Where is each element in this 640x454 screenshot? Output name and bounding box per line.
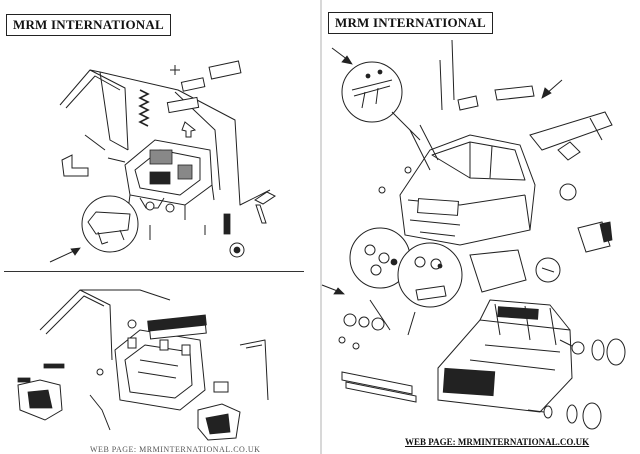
- wheel-icon: [358, 316, 370, 328]
- small-block-part: [181, 344, 191, 356]
- coil-spring-part: [138, 89, 150, 127]
- rod-part: [89, 394, 111, 431]
- chassis-tub: [437, 299, 573, 413]
- wheel-icon: [591, 339, 605, 361]
- side-bracket-part: [61, 154, 89, 177]
- small-block-part: [180, 77, 206, 92]
- right-page-title: MRM INTERNATIONAL: [328, 12, 493, 34]
- rod-part: [107, 157, 126, 163]
- left-instruction-page: MRM INTERNATIONAL: [4, 14, 304, 454]
- rod-part: [84, 134, 106, 151]
- small-block-part: [213, 381, 229, 393]
- rod-part: [439, 39, 455, 111]
- small-block-part: [208, 60, 242, 80]
- panel-part: [149, 324, 207, 340]
- pin-part: [96, 368, 104, 376]
- right-page-footer: WEB PAGE: MRMINTERNATIONAL.CO.UK: [405, 437, 590, 447]
- small-block-part: [17, 377, 31, 383]
- small-block-part: [166, 96, 200, 114]
- rod-part: [369, 299, 391, 331]
- arrow-icon: [49, 249, 77, 263]
- clip-part: [254, 191, 276, 205]
- magnifier-circle-icon: [341, 61, 403, 123]
- wheel-icon: [127, 319, 137, 329]
- small-block-part: [159, 339, 169, 351]
- wheel-icon: [566, 404, 578, 424]
- rod-part: [391, 111, 421, 141]
- arrow-icon: [407, 311, 416, 336]
- right-instruction-page: MRM INTERNATIONAL: [320, 0, 640, 454]
- rod-part: [149, 225, 206, 240]
- left-page-title: MRM INTERNATIONAL: [6, 14, 171, 36]
- rod-part: [589, 117, 603, 141]
- small-block-part: [43, 363, 65, 369]
- rod-part: [527, 339, 573, 413]
- side-skirt-part: [341, 371, 413, 395]
- panel-part: [494, 85, 535, 101]
- magnifier-circle-icon: [397, 242, 463, 308]
- small-block-part: [457, 95, 479, 111]
- magnifier-circle-icon: [81, 195, 139, 253]
- bar-part: [223, 213, 231, 235]
- pin-part: [404, 166, 412, 174]
- wheel-icon: [582, 402, 602, 430]
- right-assembly-drawing: [321, 39, 626, 430]
- chassis-body: [124, 139, 215, 220]
- pin-part: [352, 342, 360, 350]
- pin-part: [170, 65, 180, 75]
- left-assembly-drawing: [17, 60, 276, 441]
- windscreen-part: [469, 249, 527, 293]
- rod-part: [409, 124, 439, 171]
- small-block-part: [127, 337, 137, 349]
- wheel-icon: [559, 183, 577, 201]
- clip-part: [255, 204, 267, 224]
- section-divider: [4, 271, 304, 272]
- pin-part: [378, 186, 386, 194]
- left-page-footer: WEB PAGE: MRMINTERNATIONAL.CO.UK: [90, 445, 261, 454]
- clip-part: [557, 141, 581, 161]
- wheel-icon: [571, 341, 585, 355]
- car-body-shell: [399, 134, 536, 246]
- pin-part: [338, 336, 346, 344]
- wheel-icon: [343, 313, 357, 327]
- side-skirt-part: [345, 381, 417, 403]
- arrow-icon: [181, 121, 197, 138]
- wheel-icon: [543, 405, 553, 419]
- wheel-icon: [371, 317, 385, 331]
- wheel-icon: [606, 338, 626, 366]
- lower-frame-assembly: [39, 289, 269, 411]
